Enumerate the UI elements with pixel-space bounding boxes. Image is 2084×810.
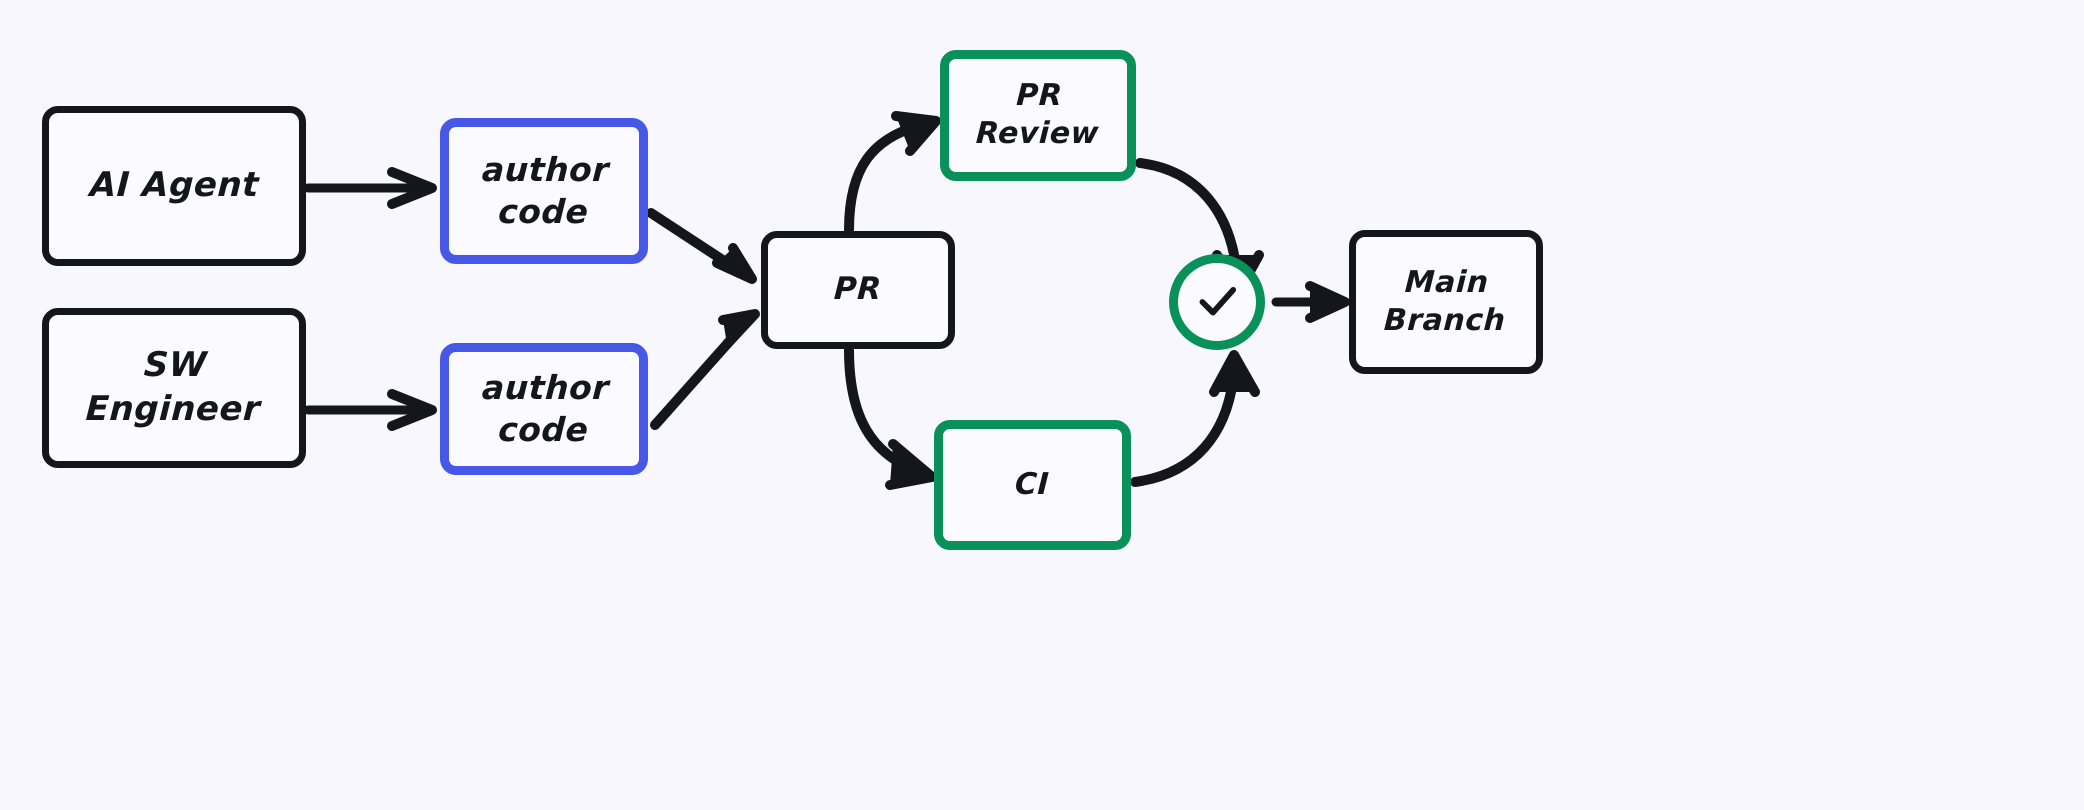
node-label-ci: CI — [1014, 466, 1051, 502]
node-label-author-code-bottom: author code — [480, 367, 610, 449]
edge-author-code-top-to-pr — [646, 208, 757, 284]
edge-author-code-bottom-to-pr — [650, 309, 760, 430]
node-author-code-bottom[interactable]: author code — [440, 343, 648, 475]
node-pr-review[interactable]: PR Review — [940, 50, 1136, 181]
node-label-author-code-top: author code — [480, 149, 610, 231]
node-sw-engineer[interactable]: SW Engineer — [42, 308, 306, 468]
node-label-ai-agent: AI Agent — [88, 165, 260, 206]
edge-pr-to-pr-review — [844, 111, 941, 235]
node-label-pr-review: PR Review — [974, 78, 1100, 152]
edge-check-to-main-branch — [1271, 281, 1350, 323]
edge-ci-to-check — [1130, 350, 1260, 487]
check-icon — [1199, 286, 1237, 316]
node-ai-agent[interactable]: AI Agent — [42, 106, 306, 266]
edge-pr-to-ci — [844, 345, 937, 490]
node-ci[interactable]: CI — [934, 420, 1131, 550]
edge-sw-engineer-to-author-code-bottom — [303, 389, 437, 431]
node-author-code-top[interactable]: author code — [440, 118, 648, 264]
node-label-main-branch: Main Branch — [1383, 264, 1507, 338]
node-main-branch[interactable]: Main Branch — [1349, 230, 1543, 374]
node-label-sw-engineer: SW Engineer — [84, 345, 262, 429]
node-pr[interactable]: PR — [761, 231, 955, 349]
node-merge-check[interactable] — [1169, 254, 1265, 350]
edge-ai-agent-to-author-code-top — [303, 167, 437, 209]
node-label-pr: PR — [833, 271, 883, 308]
